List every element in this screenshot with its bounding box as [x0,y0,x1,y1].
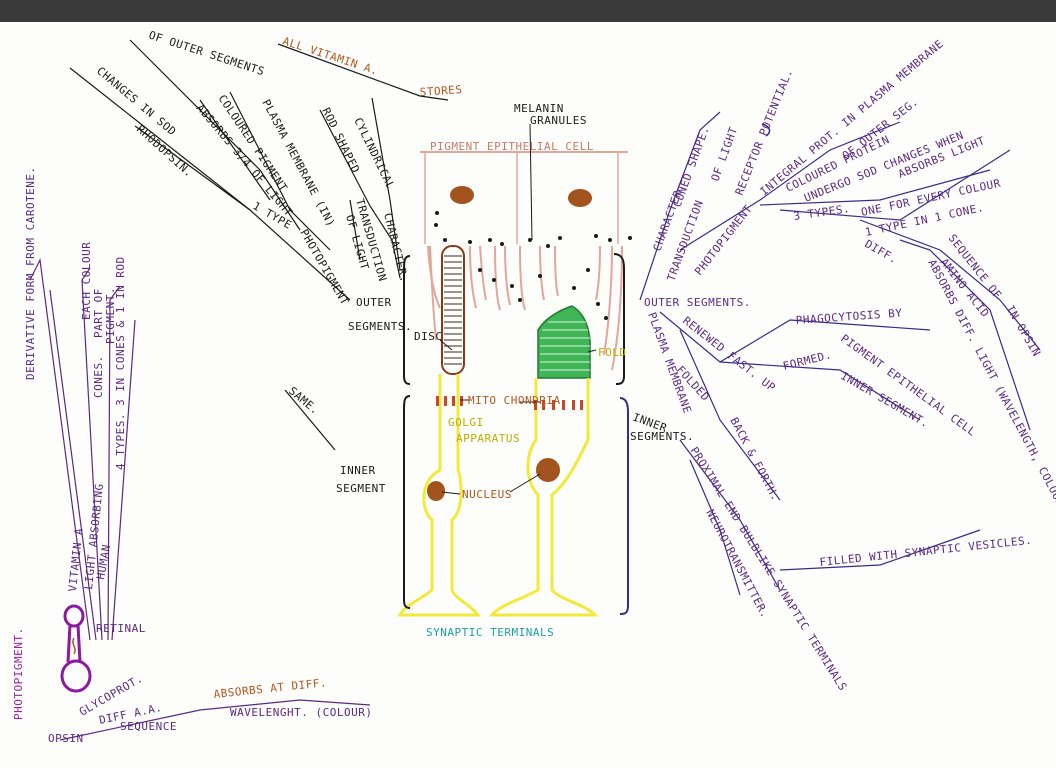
right-inner-bracket [619,397,629,615]
cone-outer-segment [537,305,591,379]
label-photopigment-left: PHOTOPIGMENT [297,227,351,308]
rod-discs [444,255,462,365]
label-outer-left: OUTER [356,296,392,309]
label-segments-right: SEGMENTS. [630,430,694,443]
label-inner-left: INNER [340,464,376,477]
label-melanin: MELANIN [514,102,564,115]
right-branch-lines [639,111,1041,596]
label-pigment-cell: PIGMENT EPITHELIAL CELL [430,140,594,153]
label-synaptic-terminals: SYNAPTIC TERMINALS [426,626,554,639]
label-derivative: DERIVATIVE FORM FROM CAROTENE. [24,166,37,380]
label-apparatus: APPARATUS [456,432,520,445]
label-disc: DISC [414,330,443,343]
label-sequence-retinal: SEQUENCE [120,720,177,733]
retinal-molecule-icon [60,604,92,693]
label-part-of: PART OF [92,288,105,338]
label-cylindrical: CYLINDRICAL [351,116,397,192]
label-segment-left: SEGMENT [336,482,386,495]
rod-outer-segment [441,245,465,375]
scanner-border [0,0,1056,22]
label-pigment: PIGMENT. [104,287,117,344]
label-human: HUMAN [94,543,113,580]
left-outer-bracket [403,255,411,385]
retinal-branch-lines [29,257,371,741]
label-vitamin: ALL VITAMIN A. [281,34,380,77]
label-rod-shaped: ROD SHAPED [319,106,362,176]
mitochondria [436,396,583,410]
label-fold: FOLD [598,346,627,359]
label-each-colour: EACH COLOUR [80,242,93,320]
melanin-granule-right [568,189,592,207]
cone-nucleus [536,458,560,482]
label-of-light-right: OF LIGHT [709,125,741,183]
label-granules: GRANULES [530,114,587,127]
label-filled-vesicles: FILLED WITH SYNAPTIC VESICLES. [819,534,1033,569]
rod-nucleus [427,481,445,501]
cone-folds [540,321,590,371]
label-nucleus: NUCLEUS [462,488,512,501]
label-photopigment-retinal: PHOTOPIGMENT. [12,627,25,720]
label-wavelength: WAVELENGHT. (COLOUR) [230,706,372,719]
left-inner-bracket [403,395,411,609]
label-absorbs-diff-retinal: ABSORBS AT DIFF. [213,676,328,701]
curved-arrow-icon [761,123,771,137]
label-golgi: GOLGI [448,416,484,429]
photoreceptor-drawing [397,123,632,617]
melanin-dots [434,211,632,320]
label-segments-left: SEGMENTS. [348,320,412,333]
label-in-opsin: IN OPSIN [1003,303,1043,359]
label-outer-segments-right: OUTER SEGMENTS. [644,296,751,309]
label-cones: CONES. [92,355,105,398]
label-stores: STORES [419,83,463,99]
melanin-granule-left [450,186,474,204]
label-pointers [439,123,597,495]
rod-cell-body [397,374,481,617]
label-three-types: 3 TYPES. [793,202,851,223]
label-opsin: OPSIN [48,732,84,745]
label-cone-shape: CONED SHAPE. [671,124,712,209]
right-outer-bracket [613,253,625,385]
pigment-processes [427,245,623,371]
label-mitochondria: MITO CHONDRIA [468,394,561,407]
label-retinal: RETINAL [96,622,146,635]
pigment-cell-walls [424,152,619,244]
label-of-outer-segments: OF OUTER SEGMENTS [147,28,266,78]
label-types: 4 TYPES. 3 IN CONES & 1 IN ROD [114,256,127,470]
label-diff: DIFF. [863,237,900,266]
left-branch-lines [69,39,449,451]
label-back-forth: BACK & FORTH. [727,415,782,503]
